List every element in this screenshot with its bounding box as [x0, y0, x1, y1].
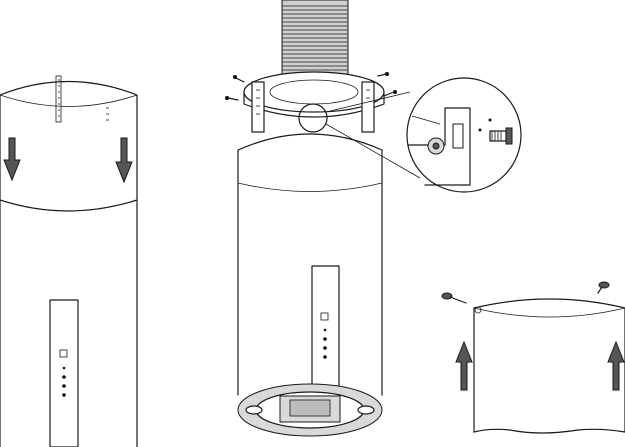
- hood-lower-panel: [0, 75, 138, 447]
- magnify-callout-icon: [406, 77, 522, 193]
- screw-icon: [225, 96, 239, 101]
- control-panel-icon: [49, 299, 79, 447]
- screw-icon: [597, 281, 610, 294]
- screw-icon: [441, 292, 467, 304]
- slot-holes: [55, 75, 109, 123]
- hood-cover-panel: [441, 281, 625, 434]
- screw-icon: [383, 90, 397, 97]
- arrow-up-icon: [607, 340, 625, 391]
- hood-assembly-duct: [225, 0, 421, 437]
- arrow-down-icon: [3, 137, 21, 182]
- duct-icon: [281, 0, 349, 81]
- screw-icon: [489, 127, 513, 145]
- arrow-up-icon: [455, 340, 473, 391]
- control-panel-icon: [311, 265, 340, 391]
- screw-icon: [233, 75, 245, 83]
- arrow-down-icon: [115, 137, 133, 184]
- screw-icon: [377, 72, 389, 77]
